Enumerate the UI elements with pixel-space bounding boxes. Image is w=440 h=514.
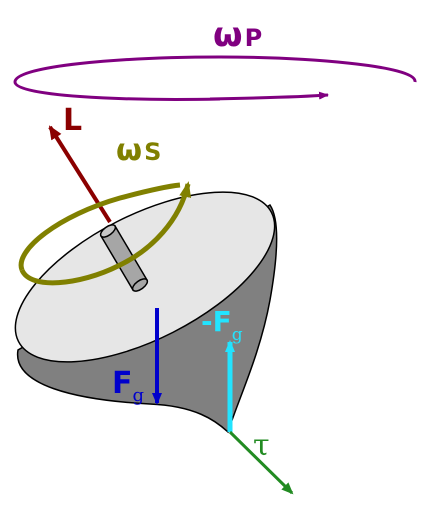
torque-arrow <box>228 430 294 495</box>
gravity-force-label: Fg <box>112 366 144 406</box>
precession-arrow <box>209 91 329 101</box>
normal-force-label: -Fg <box>201 305 243 345</box>
omega-s-label: ωS <box>116 133 161 168</box>
torque-label: τ <box>253 428 270 463</box>
spin-loop-front <box>19 181 192 286</box>
spin-loop-back <box>18 182 181 271</box>
angular-momentum-label: L <box>63 103 82 138</box>
precession-orbit <box>13 55 417 101</box>
top-handle <box>99 224 149 292</box>
angular-momentum-arrow <box>48 125 112 224</box>
omega-p-label: ωP <box>213 15 262 55</box>
